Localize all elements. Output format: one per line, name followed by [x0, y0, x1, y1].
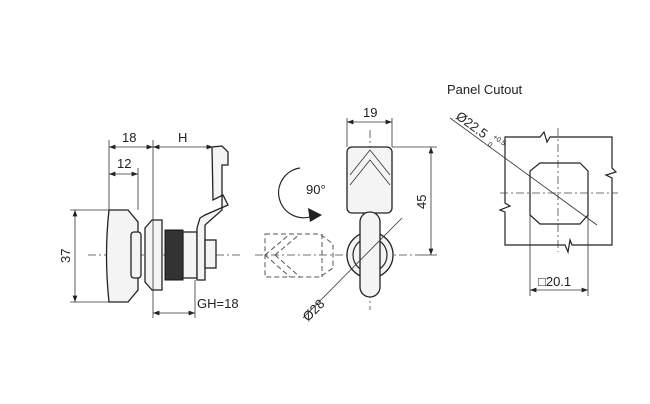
rotation-arrow — [278, 167, 316, 219]
knob-neck — [130, 231, 142, 279]
key-grip — [359, 211, 381, 298]
panel-cutout-title: Panel Cutout — [447, 82, 523, 97]
dim-grip-label: GH=18 — [197, 296, 239, 311]
dim-overall-label: 18 — [122, 130, 136, 145]
dim-nut-label: Ø28 — [300, 296, 328, 324]
dim-length-label: 45 — [414, 195, 429, 209]
thread — [164, 229, 184, 281]
panel-cutout: Panel Cutout Ø22.5 +0.5 0 □20.1 — [447, 82, 618, 296]
flange — [144, 219, 163, 291]
cutout-tolerance-lower: 0 — [486, 141, 493, 149]
cutout-diameter-leader — [449, 117, 598, 226]
panel-outline — [498, 130, 618, 255]
rotation-label: 90° — [306, 182, 326, 197]
front-view: 90° 19 45 Ø28 — [255, 105, 437, 324]
cutout-shape — [529, 162, 589, 225]
dim-height-label: H — [178, 130, 187, 145]
nut-diameter-leader — [302, 217, 403, 319]
screw-nut — [204, 239, 217, 269]
cutout-square-label: □20.1 — [538, 274, 571, 289]
knob — [105, 209, 139, 303]
dim-knob-label: 12 — [117, 156, 131, 171]
lock-nut — [182, 231, 198, 279]
dim-diameter-label: 37 — [58, 249, 73, 263]
dim-width-label: 19 — [363, 105, 377, 120]
side-view: 18 12 H 37 GH=18 — [58, 130, 240, 318]
rotated-lever-outline — [264, 233, 334, 278]
